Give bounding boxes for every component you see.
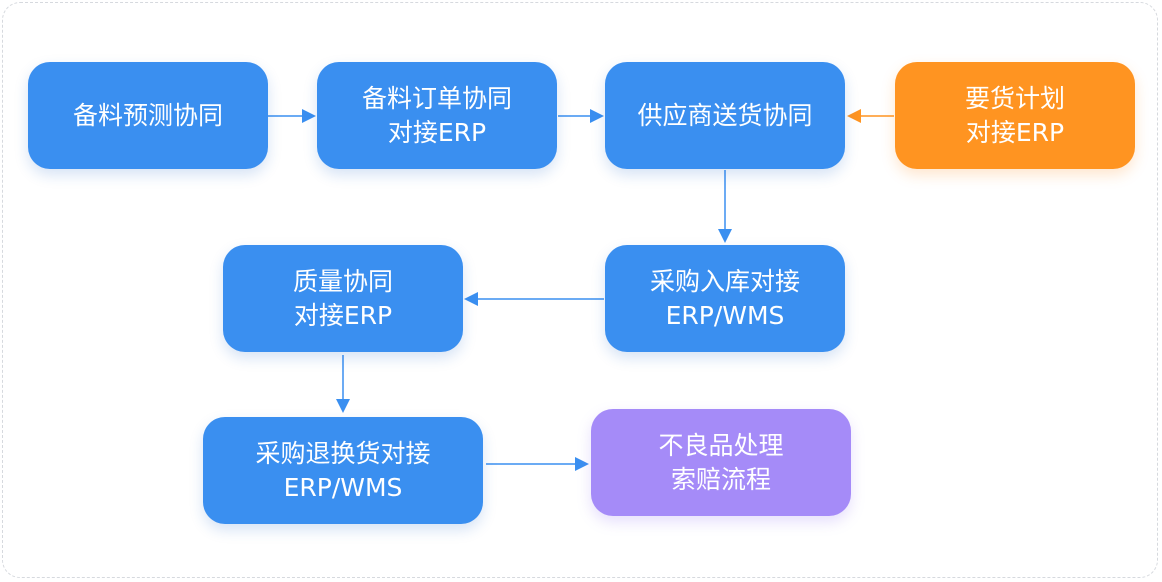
arrow-quality-to-return-exchange <box>336 355 350 413</box>
arrow-inbound-to-quality <box>464 292 604 306</box>
node-demand-plan-line-1: 要货计划 <box>964 83 1065 113</box>
node-quality-line-1: 质量协同 <box>292 266 393 296</box>
node-forecast-collaboration: 备料预测协同 <box>28 62 268 169</box>
node-quality-line-2: 对接ERP <box>293 300 393 330</box>
arrow-demand-plan-to-supplier-delivery <box>847 109 894 123</box>
arrow-order-to-supplier-delivery <box>558 109 604 123</box>
node-supplier-delivery-line-1: 供应商送货协同 <box>637 100 813 130</box>
node-inbound-line-1: 采购入库对接 <box>649 266 800 296</box>
node-defect-claim: 不良品处理 索赔流程 <box>591 409 851 516</box>
node-order-collaboration: 备料订单协同 对接ERP <box>317 62 557 169</box>
node-supplier-delivery: 供应商送货协同 <box>605 62 845 169</box>
node-purchase-inbound: 采购入库对接 ERP/WMS <box>605 245 845 352</box>
node-defect-claim-line-2: 索赔流程 <box>670 464 771 494</box>
node-return-exchange: 采购退换货对接 ERP/WMS <box>203 417 483 524</box>
node-defect-claim-line-1: 不良品处理 <box>658 430 784 460</box>
node-order-line-2: 对接ERP <box>387 117 487 147</box>
node-return-exchange-line-1: 采购退换货对接 <box>255 438 431 468</box>
node-forecast-line-1: 备料预测协同 <box>72 100 223 130</box>
arrow-forecast-to-order <box>268 109 316 123</box>
node-inbound-line-2: ERP/WMS <box>665 300 785 330</box>
node-return-exchange-line-2: ERP/WMS <box>283 472 403 502</box>
node-demand-plan: 要货计划 对接ERP <box>895 62 1135 169</box>
node-order-line-1: 备料订单协同 <box>361 83 512 113</box>
node-quality-collaboration: 质量协同 对接ERP <box>223 245 463 352</box>
arrow-supplier-delivery-to-inbound <box>718 170 732 243</box>
arrow-return-exchange-to-defect-claim <box>486 457 589 471</box>
node-demand-plan-line-2: 对接ERP <box>965 117 1065 147</box>
